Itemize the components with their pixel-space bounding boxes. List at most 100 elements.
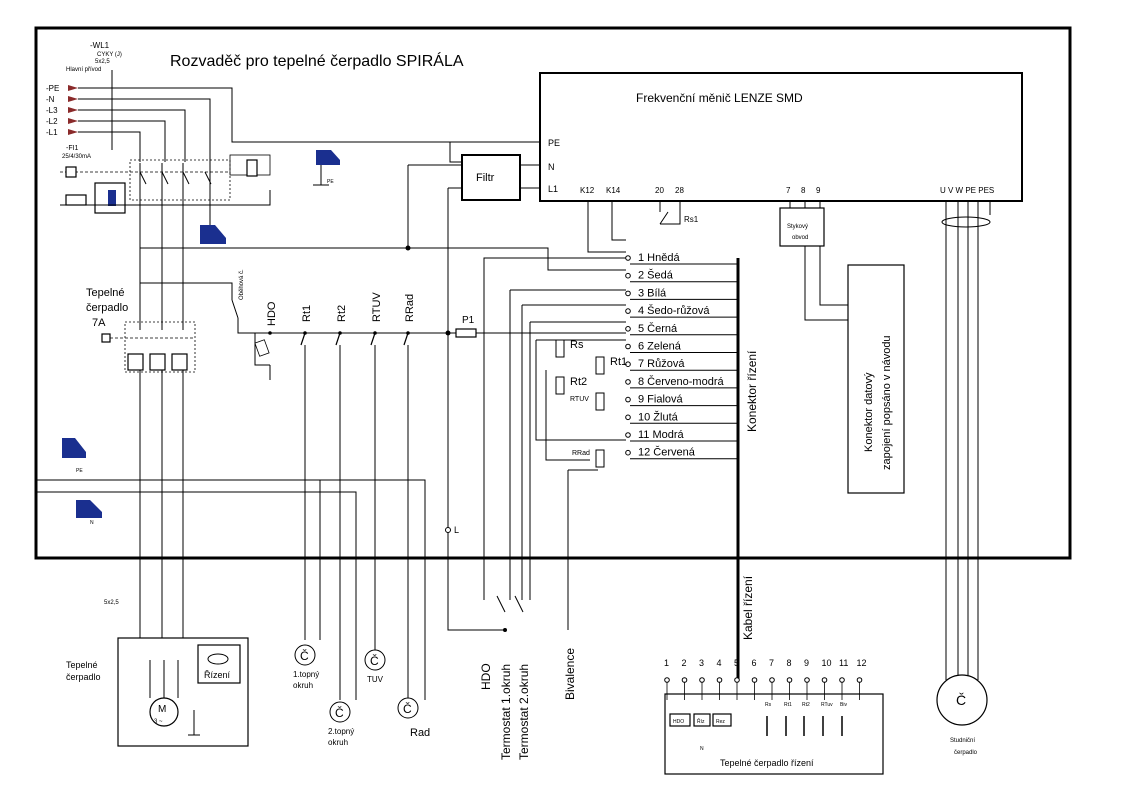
- well-pump-cable: [941, 201, 991, 680]
- fuse-p1: [455, 328, 477, 338]
- ground-n-icon: [200, 225, 226, 244]
- hp-terminal: [716, 677, 723, 683]
- svg-text:K12: K12: [580, 186, 595, 195]
- svg-text:Studniční: Studniční: [950, 738, 975, 744]
- phase-label: -N: [46, 95, 55, 104]
- pump-label: okruh: [328, 738, 348, 747]
- pump-icon: [294, 644, 316, 666]
- pump-label: 2.topný: [328, 727, 354, 736]
- hp-terminal: [769, 677, 775, 683]
- svg-text:U V W PE PES: U V W PE PES: [940, 186, 994, 195]
- vertical-label: Bivalence: [563, 648, 577, 700]
- diagram-title: Rozvaděč pro tepelné čerpadlo SPIRÁLA: [170, 51, 464, 70]
- relay-label: RRad: [572, 450, 590, 457]
- terminal-dot: [625, 396, 631, 403]
- svg-text:PE: PE: [76, 468, 83, 474]
- pump-label: TUV: [367, 675, 384, 684]
- pump-icon: [329, 701, 351, 723]
- svg-text:3 ~: 3 ~: [154, 719, 163, 725]
- hp-terminal: [804, 677, 810, 683]
- hp-terminal: [681, 677, 688, 683]
- phase-arrow-icon: [68, 129, 78, 135]
- cable-type: CYKY (J): [97, 52, 122, 58]
- ground-pe-icon: PE: [313, 150, 340, 186]
- svg-text:obvod: obvod: [792, 235, 808, 241]
- relay-label: Rt2: [570, 376, 587, 388]
- svg-text:N: N: [90, 520, 94, 526]
- cable-role: Hlavní přívod: [66, 67, 101, 73]
- svg-text:20: 20: [655, 186, 664, 195]
- pump-symbol: Č: [370, 653, 379, 668]
- terminal-dot: [625, 432, 631, 438]
- pump-symbol: Č: [335, 705, 344, 720]
- terminal-dot: [625, 343, 631, 350]
- terminal-dot: [625, 379, 631, 385]
- ground-n2-icon: N: [76, 500, 102, 526]
- wire-label: 3 Bílá: [638, 287, 667, 299]
- rcd-breaker: [60, 154, 271, 330]
- svg-text:čerpadlo: čerpadlo: [954, 750, 978, 756]
- vertical-label: Termostat 2.okruh: [517, 664, 531, 760]
- hp-terminal: [839, 677, 845, 683]
- phase-arrow-icon: [68, 96, 78, 102]
- phase-label: -L3: [46, 106, 58, 115]
- well-pump: Č Studniční čerpadlo: [936, 674, 988, 756]
- svg-text:Č: Č: [956, 692, 966, 708]
- wire-label: 2 Šedá: [638, 269, 674, 282]
- switch-label: RRad: [404, 294, 416, 322]
- svg-text:P1: P1: [462, 315, 475, 326]
- pump-symbol: Č: [300, 648, 309, 663]
- wire-label: 9 Fialová: [638, 394, 684, 406]
- relay-coil: [595, 392, 605, 411]
- svg-text:Tepelné čerpadlo řízení: Tepelné čerpadlo řízení: [720, 758, 814, 768]
- terminal-dot: [625, 255, 631, 261]
- hp-terminal-number: 5: [734, 658, 739, 668]
- inverter-title: Frekvenční měnič LENZE SMD: [636, 91, 803, 105]
- svg-text:8: 8: [801, 186, 806, 195]
- terminal-dot: [625, 272, 631, 279]
- terminal-dot: [625, 326, 631, 332]
- svg-text:Oběhová č.: Oběhová č.: [239, 269, 245, 300]
- pump-label: Rad: [410, 727, 430, 739]
- pump-symbol: Č: [403, 701, 412, 716]
- pe-small-label: PE: [327, 179, 334, 185]
- svg-text:Říz: Říz: [697, 717, 705, 725]
- terminal-dot: [625, 308, 631, 314]
- relay-label: Rs: [570, 339, 584, 351]
- svg-text:Konektor datový: Konektor datový: [863, 372, 875, 452]
- svg-text:Rs1: Rs1: [684, 215, 699, 224]
- heat-pump-unit: Tepelné čerpadlo Řízení M 3 ~: [66, 637, 249, 747]
- hp-terminal-number: 10: [822, 658, 832, 668]
- relay-label: Rt1: [610, 356, 627, 368]
- hp-contact-label: Rt1: [784, 702, 792, 708]
- relay-coil: [555, 339, 565, 358]
- wire-label: 11 Modrá: [638, 429, 685, 441]
- relay-coil: [595, 449, 605, 468]
- pump-label: 1.topný: [293, 670, 319, 679]
- hp-contact-label: Rt2: [802, 702, 810, 708]
- svg-text:K14: K14: [606, 186, 621, 195]
- svg-text:L1: L1: [548, 184, 558, 194]
- vertical-label: Termostat 1.okruh: [499, 664, 513, 760]
- stykovy-obvod-box: [779, 207, 825, 247]
- rcd-rating: 25/4/30mA: [62, 154, 91, 160]
- rcd-id: -FI1: [66, 145, 79, 152]
- phase-arrow-icon: [68, 118, 78, 124]
- switch-label: Rt1: [301, 305, 313, 322]
- phase-label: -L1: [46, 128, 58, 137]
- svg-text:HDO: HDO: [673, 719, 684, 725]
- relay-label: RTUV: [570, 396, 589, 403]
- wire-label: 8 Červeno-modrá: [638, 375, 724, 388]
- svg-text:7: 7: [786, 186, 791, 195]
- pump-icon: [364, 649, 386, 671]
- switch-label: Rt2: [336, 305, 348, 322]
- switch-label: RTUV: [371, 292, 383, 322]
- cabinet-outline: [34, 26, 1072, 560]
- hp-terminal-number: 1: [664, 658, 669, 668]
- svg-text:Tepelné: Tepelné: [66, 660, 98, 670]
- ground-pe2-icon: PE: [62, 438, 86, 474]
- connector-title: Konektor řízení: [745, 350, 759, 432]
